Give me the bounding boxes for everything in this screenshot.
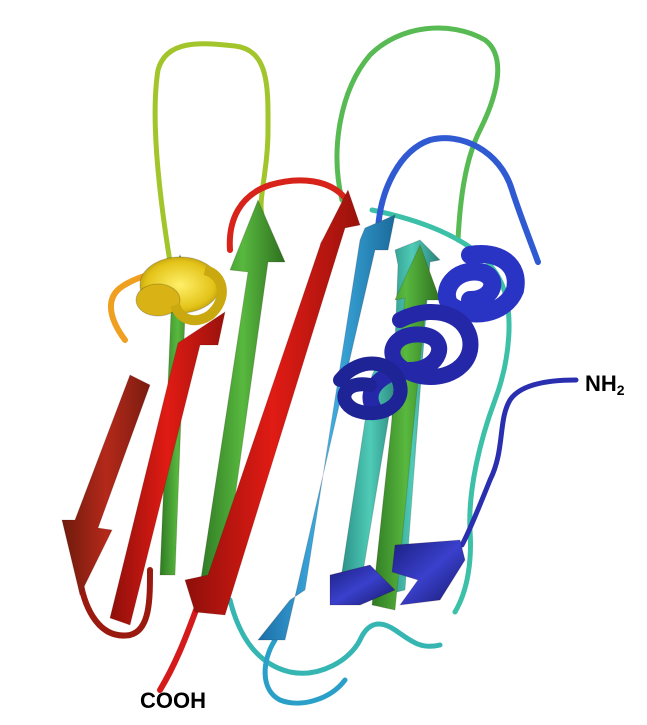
coil-green-top — [337, 28, 498, 240]
beta-strands — [62, 190, 465, 640]
n-terminus-label: NH2 — [585, 371, 625, 398]
coil-loops — [80, 28, 576, 703]
strand-blue-arrow-1 — [392, 540, 465, 605]
coil-c-terminal-tail — [160, 610, 196, 690]
n-terminus-text: NH — [585, 371, 617, 396]
n-terminus-subscript: 2 — [617, 382, 625, 398]
c-terminus-label: COOH — [140, 688, 206, 714]
helix-blue-upper — [447, 254, 516, 313]
coil-blue-top — [378, 138, 538, 262]
